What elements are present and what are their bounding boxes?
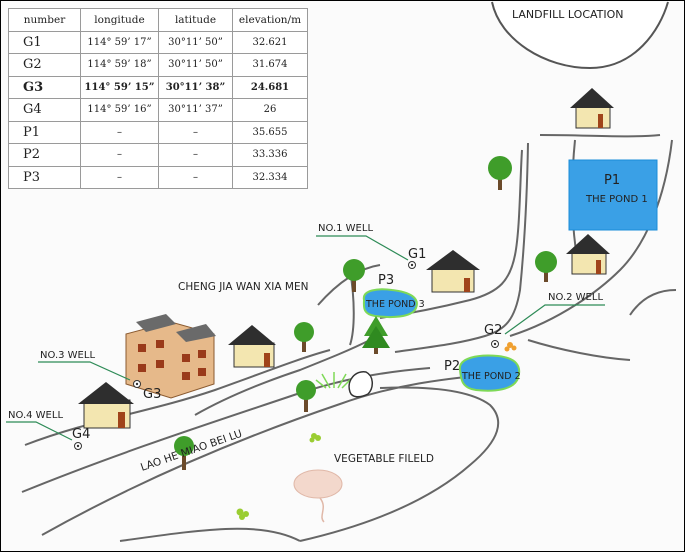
house-icon	[566, 234, 610, 275]
apartment-building-icon	[125, 314, 216, 399]
landfill-boundary	[491, 1, 669, 70]
field-label: VEGETABLE FILELD	[334, 453, 434, 465]
callout-lines	[6, 235, 605, 441]
house-icon	[570, 88, 614, 129]
p2-label: P2	[444, 359, 460, 374]
shrub-icon	[504, 342, 517, 352]
cell-longitude: 114° 59’ 17”	[80, 30, 159, 54]
village-label: CHENG JIA WAN XIA MEN	[178, 281, 308, 293]
tree-icon	[535, 251, 557, 282]
road-label: LAO HE MIAO BEI LU	[139, 428, 244, 474]
table-row: G2 114° 59’ 18” 30°11’ 50” 31.674	[8, 53, 308, 77]
house-icon	[426, 250, 480, 293]
well-icon	[74, 442, 82, 450]
header-latitude: latitude	[158, 8, 233, 32]
vegetable-patch	[293, 469, 343, 499]
cell-number: G4	[8, 98, 81, 122]
g2-label: G2	[484, 323, 502, 338]
well4-label: NO.4 WELL	[8, 410, 63, 421]
well-icon	[491, 340, 499, 348]
tree-icon	[488, 156, 512, 190]
g3-label: G3	[143, 387, 161, 402]
g4-label: G4	[72, 427, 90, 442]
cell-elevation: 32.334	[232, 165, 308, 189]
header-elevation: elevation/m	[232, 8, 308, 32]
well3-label: NO.3 WELL	[40, 350, 95, 361]
cell-latitude: 30°11’ 37”	[158, 98, 233, 122]
pond1-label: THE POND 1	[585, 194, 648, 205]
well-icon	[408, 261, 416, 269]
cell-longitude: 114° 59’ 16”	[80, 98, 159, 122]
tree-icon	[343, 259, 365, 292]
cell-elevation: 33.336	[232, 143, 308, 167]
cell-latitude: –	[158, 165, 233, 189]
table-row: P2 – – 33.336	[8, 143, 308, 167]
roads	[21, 134, 677, 542]
cell-longitude: –	[80, 143, 159, 167]
cell-number: G2	[8, 53, 81, 77]
table-row: G4 114° 59’ 16” 30°11’ 37” 26	[8, 98, 308, 122]
cell-latitude: –	[158, 120, 233, 144]
tree-icon	[296, 380, 316, 412]
landfill-label: LANDFILL LOCATION	[512, 8, 624, 21]
pond3-label: THE POND 3	[365, 299, 425, 310]
cell-longitude: –	[80, 165, 159, 189]
p3-label: P3	[378, 273, 394, 288]
table-header-row: number longitude latitude elevation/m	[8, 8, 308, 32]
pond2-label: THE POND 2	[461, 371, 521, 382]
rock-icon	[348, 371, 373, 398]
cell-elevation: 26	[232, 98, 308, 122]
cell-elevation: 31.674	[232, 53, 308, 77]
tree-icon	[174, 436, 194, 470]
bush-icon	[236, 508, 249, 520]
cell-elevation: 32.621	[232, 30, 308, 54]
cell-longitude: –	[80, 120, 159, 144]
tree-icon	[294, 322, 314, 352]
vegetable-patch-stem	[319, 497, 325, 523]
cell-number: G1	[8, 30, 81, 54]
table-row: G3 114° 59’ 15” 30°11’ 38” 24.681	[8, 75, 308, 99]
bush-icon	[309, 433, 321, 443]
cell-latitude: –	[158, 143, 233, 167]
house-icon	[78, 382, 134, 429]
header-number: number	[8, 8, 81, 32]
p1-label: P1	[604, 173, 620, 188]
well-data-table: number longitude latitude elevation/m G1…	[8, 8, 308, 189]
cell-number: G3	[8, 75, 81, 99]
pond-2	[458, 354, 521, 392]
cell-number: P2	[8, 143, 81, 167]
table-row: G1 114° 59’ 17” 30°11’ 50” 32.621	[8, 30, 308, 54]
header-longitude: longitude	[80, 8, 159, 32]
cell-number: P1	[8, 120, 81, 144]
pine-tree-icon	[362, 316, 390, 354]
cell-longitude: 114° 59’ 15”	[80, 75, 159, 99]
table-row: P3 – – 32.334	[8, 165, 308, 189]
house-icon	[228, 325, 276, 368]
well2-label: NO.2 WELL	[548, 292, 603, 303]
cell-elevation: 35.655	[232, 120, 308, 144]
g1-label: G1	[408, 247, 426, 262]
cell-number: P3	[8, 165, 81, 189]
pond-1	[568, 159, 658, 231]
cell-latitude: 30°11’ 38”	[158, 75, 233, 99]
cell-latitude: 30°11’ 50”	[158, 53, 233, 77]
cell-longitude: 114° 59’ 18”	[80, 53, 159, 77]
cell-elevation: 24.681	[232, 75, 308, 99]
well1-label: NO.1 WELL	[318, 223, 373, 234]
table-row: P1 – – 35.655	[8, 120, 308, 144]
well-icon	[133, 380, 141, 388]
cell-latitude: 30°11’ 50”	[158, 30, 233, 54]
pond-3	[362, 288, 418, 318]
